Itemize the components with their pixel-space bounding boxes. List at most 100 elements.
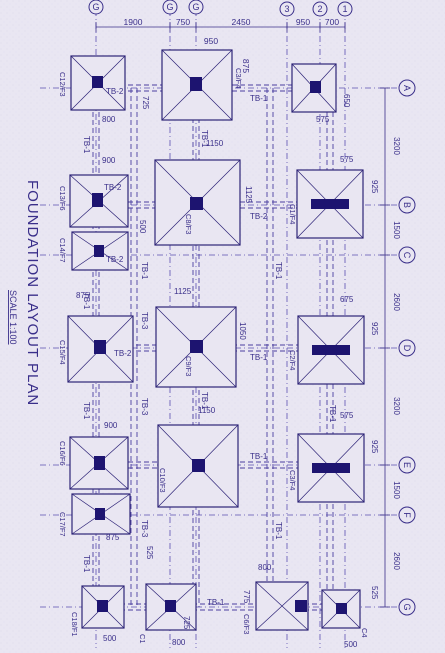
fdim-12: 900 (104, 421, 118, 430)
column-c12 (92, 76, 103, 88)
beam-9: TB-1 (140, 262, 149, 280)
beam-8: TB-2 (106, 255, 124, 264)
fdim-16: 875 (106, 533, 120, 542)
footing-c16-f6 (69, 436, 129, 490)
right-dim-5: 1500 (392, 481, 401, 499)
fdim-23: 575 (316, 115, 330, 124)
label-c2-f4: C2/F4 (288, 350, 297, 370)
label-c16-f6: C16/F6 (58, 441, 67, 466)
label-c8-f3: C8/F3 (184, 214, 193, 234)
fdim-18: 525 (370, 586, 379, 600)
bubble-top-2: G (166, 2, 173, 12)
footing-c3-f4-lower (297, 433, 365, 503)
fdim-9: 1050 (238, 322, 247, 340)
label-c1-bottom: C1 (138, 634, 147, 644)
bubble-top-4: 3 (284, 4, 289, 14)
fdim-3: 1150 (206, 139, 224, 148)
beam-4: TB-2 (104, 183, 122, 192)
right-dim-3: 2600 (392, 293, 401, 311)
label-c1-f4: C1/F4 (288, 204, 297, 224)
right-dimension-labels: 3200 1500 2600 3200 1500 2600 (392, 137, 401, 570)
fdim-21: 500 (344, 640, 358, 649)
beam-19: TB-1 (328, 405, 337, 423)
beam-17: TB-1 (250, 452, 268, 461)
top-dim-5: 700 (325, 17, 339, 27)
label-c18-f1: C18/F1 (70, 612, 79, 637)
right-dim-6: 2600 (392, 552, 401, 570)
bubble-labels: G G G 3 2 1 A B C D E F G (92, 2, 412, 611)
beam-21: TB-1 (82, 555, 91, 573)
label-c17-f7: C17/F7 (58, 512, 67, 537)
fdim-25: 725 (182, 616, 191, 630)
tie-beam-labels: TB-2 TB-1 TB-1 TB-2 TB-1 TB-2 TB-1 TB-2 … (82, 87, 337, 607)
top-dim-2: 750 (176, 17, 190, 27)
fdim-24: 500 (138, 220, 147, 234)
beam-13: TB-2 (114, 349, 132, 358)
right-dimension-line (380, 87, 390, 608)
label-c14-f7: C14/F7 (58, 238, 67, 263)
beam-2: TB-1 (250, 94, 268, 103)
beam-20: TB-3 (140, 520, 149, 538)
label-c10-f3: C10/F3 (158, 468, 167, 493)
footing-c18-f1 (81, 585, 125, 629)
footing-c8-f3 (154, 159, 241, 246)
drawing-scale: SCALE 1:100 (8, 290, 18, 345)
fdim-17: 800 (258, 563, 272, 572)
beam-12: TB-1 (250, 353, 268, 362)
footing-c9-f3 (155, 306, 237, 388)
footing-labels: C12/F3 C3/F4 C13/F6 C14/F7 C8/F3 C1/F4 C… (58, 68, 369, 644)
bubble-right-d: D (402, 345, 412, 352)
footing-c4 (321, 589, 361, 629)
beam-6: TB-2 (250, 212, 268, 221)
footing-c13-f6 (69, 174, 129, 228)
fdim-6: 1125 (244, 186, 253, 204)
footing-c2-f4 (297, 315, 365, 385)
footing-c17-f7 (71, 493, 131, 535)
label-c9-f3: C9/F3 (184, 356, 193, 376)
label-c3-f4: C3/F4 (234, 68, 243, 88)
footing-c10-f3 (157, 424, 239, 508)
beam-11: TB-1 (82, 292, 91, 310)
beam-14: TB-1 (200, 392, 209, 410)
label-c12-f3: C12/F3 (58, 72, 67, 97)
top-dim-1: 1900 (124, 17, 143, 27)
bubble-right-b: B (402, 202, 412, 208)
footing-c15-f4 (67, 315, 134, 383)
beam-7: TB-1 (274, 262, 283, 280)
beam-18: TB-1 (274, 522, 283, 540)
title-block: FOUNDATION LAYOUT PLAN SCALE 1:100 (8, 180, 41, 406)
footing-a-right (291, 63, 337, 113)
label-c4: C4 (360, 628, 369, 638)
fdim-1: 800 (102, 115, 116, 124)
label-c3-f4-lower: C3/F4 (288, 470, 297, 490)
right-dim-2: 1500 (392, 221, 401, 239)
footing-c3-f4-top (161, 49, 233, 121)
footing-c1-f4 (296, 169, 364, 239)
beam-10: TB-3 (140, 312, 149, 330)
fdim-14: 575 (340, 411, 354, 420)
fdim-19: 500 (103, 634, 117, 643)
top-dim-4: 950 (296, 17, 310, 27)
beam-1: TB-2 (106, 87, 124, 96)
label-c13-f6: C13/F6 (58, 186, 67, 211)
fdim-8: 1125 (174, 287, 192, 296)
beam-22: TB-1 (207, 598, 225, 607)
fdim-26: 775 (242, 590, 251, 604)
fdim-15: 925 (370, 440, 379, 454)
top-dim-3: 2450 (232, 17, 251, 27)
fdim-11: 925 (370, 322, 379, 336)
fdim-20: 800 (172, 638, 186, 647)
fdim-2: 900 (102, 156, 116, 165)
beam-16: TB-1 (82, 402, 91, 420)
top-dimension-labels: 1900 750 2450 950 700 950 875 (124, 17, 340, 73)
fdim-27: 525 (145, 546, 154, 560)
right-dim-1: 3200 (392, 137, 401, 155)
footing-c14-f7 (71, 231, 129, 271)
top-dimension-line (95, 22, 346, 32)
fdim-22: 650 (342, 94, 351, 108)
footing-dimension-labels: 800 900 1150 575 925 1125 875 1125 1050 … (76, 94, 379, 649)
fdim-28: 725 (141, 96, 150, 110)
drawing-title: FOUNDATION LAYOUT PLAN (24, 180, 41, 406)
